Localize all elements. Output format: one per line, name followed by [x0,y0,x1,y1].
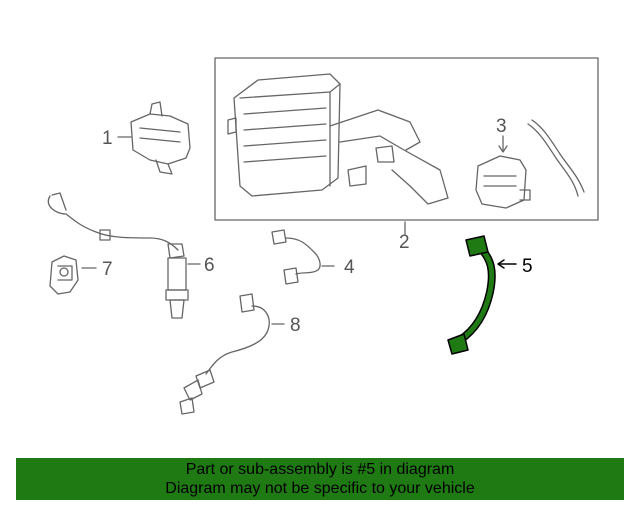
callout-8: 8 [290,315,301,336]
part-8-oxygen-sensor[interactable] [179,293,285,415]
part-2-charcoal-canister[interactable] [227,73,449,235]
callout-2: 2 [399,232,410,253]
banner-line-1: Part or sub-assembly is #5 in diagram [185,461,455,478]
part-3-purge-valve[interactable] [475,119,585,209]
callout-7: 7 [102,259,113,280]
callout-6: 6 [204,255,215,276]
callout-5: 5 [522,256,533,277]
callout-1: 1 [102,128,113,149]
part-6-oxygen-sensor[interactable] [47,192,201,319]
part-4-sensor-wire[interactable] [271,229,335,285]
canister-group-box [214,57,599,221]
callout-4: 4 [344,257,355,278]
banner-line-2: Diagram may not be specific to your vehi… [165,480,475,497]
part-5-vacuum-hose[interactable] [447,235,517,355]
part-7-bracket[interactable] [49,255,97,295]
disclaimer-banner: Part or sub-assembly is #5 in diagram Di… [16,458,624,500]
part-1-valve[interactable] [117,101,191,175]
callout-3: 3 [496,116,507,137]
